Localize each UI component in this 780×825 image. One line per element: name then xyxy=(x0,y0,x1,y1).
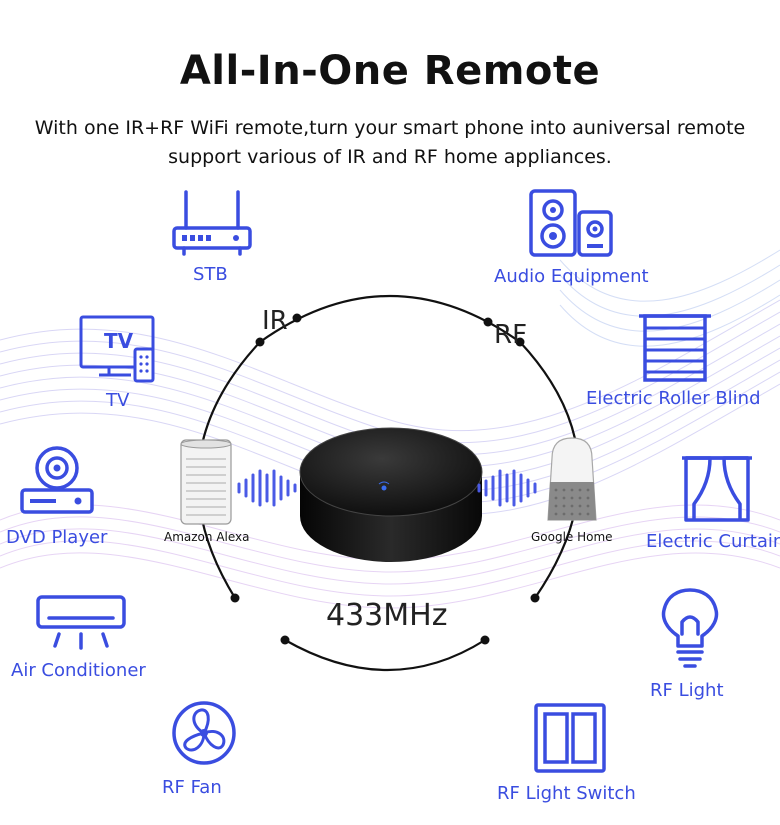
electric-roller-blind-icon xyxy=(639,314,711,382)
air-conditioner-icon xyxy=(36,595,126,650)
dvd-player-icon xyxy=(20,446,94,514)
google-home-icon xyxy=(547,437,597,521)
sound-wave-left-icon xyxy=(237,469,297,507)
device-label-dvd-player: DVD Player xyxy=(6,527,108,548)
rf-light-switch-icon xyxy=(534,703,606,773)
amazon-alexa-icon xyxy=(180,439,232,525)
device-label-air-conditioner: Air Conditioner xyxy=(11,660,146,681)
ir-label: IR xyxy=(262,306,288,336)
rf-light-icon xyxy=(661,588,719,668)
subtitle-line-2: support various of IR and RF home applia… xyxy=(168,146,612,168)
device-label-tv: TV xyxy=(106,390,130,411)
rf-label: RF xyxy=(494,320,528,350)
google-home-label: Google Home xyxy=(531,530,613,544)
electric-curtain-icon xyxy=(682,456,752,522)
device-label-electric-roller-blind: Electric Roller Blind xyxy=(586,388,761,409)
device-label-audio-equipment: Audio Equipment xyxy=(494,266,649,287)
sound-wave-right-icon xyxy=(477,469,537,507)
page-title: All-In-One Remote xyxy=(179,48,601,94)
rf-fan-icon xyxy=(172,701,236,765)
device-label-rf-light: RF Light xyxy=(650,680,724,701)
frequency-label: 433MHz xyxy=(326,598,448,633)
audio-equipment-icon xyxy=(529,189,613,257)
device-label-rf-light-switch: RF Light Switch xyxy=(497,783,636,804)
stb-router-icon xyxy=(172,190,252,256)
hub-device-icon xyxy=(299,427,483,562)
subtitle-line-1: With one IR+RF WiFi remote,turn your sma… xyxy=(34,117,746,139)
amazon-alexa-label: Amazon Alexa xyxy=(164,530,250,544)
device-label-electric-curtain: Electric Curtain xyxy=(646,531,780,552)
device-label-stb: STB xyxy=(193,264,228,285)
tv-icon-text: TV xyxy=(104,329,134,353)
tv-icon: TV xyxy=(79,315,155,383)
device-label-rf-fan: RF Fan xyxy=(162,777,222,798)
